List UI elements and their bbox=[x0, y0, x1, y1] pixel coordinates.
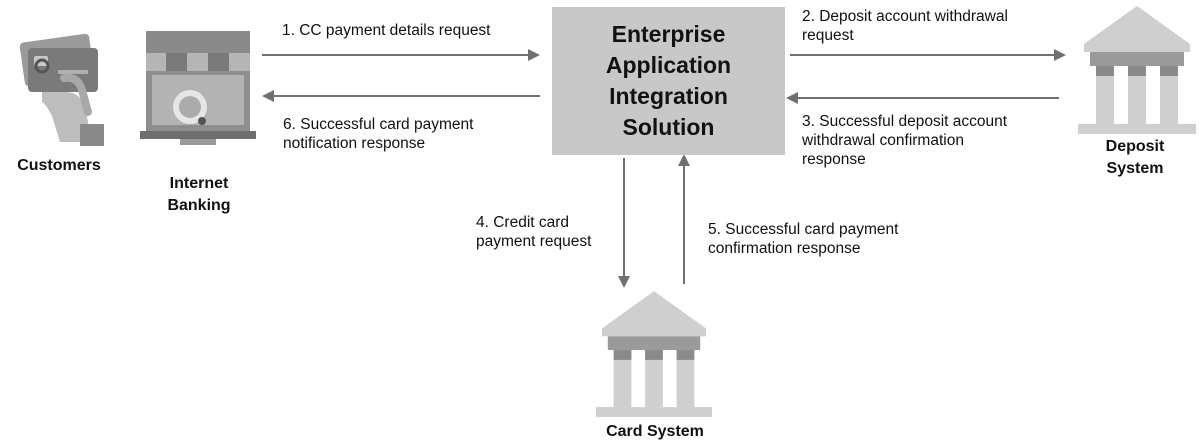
deposit-system-line-2: System bbox=[1106, 160, 1164, 177]
step-4-line-1: 4. Credit card bbox=[476, 214, 570, 231]
customer-cards-icon bbox=[19, 33, 104, 146]
deposit-system-line-1: Deposit bbox=[1105, 138, 1165, 155]
step-2-label: 2. Deposit account withdrawal request bbox=[802, 7, 1008, 45]
step-1-label: 1. CC payment details request bbox=[282, 22, 491, 39]
step-3-line-3: response bbox=[802, 151, 866, 168]
deposit-bank-icon bbox=[1078, 6, 1196, 134]
hub-line-1: Enterprise bbox=[611, 21, 726, 47]
step-3-label: 3. Successful deposit account withdrawal… bbox=[802, 112, 1007, 169]
step-5-label: 5. Successful card payment confirmation … bbox=[708, 220, 898, 258]
step-3-line-1: 3. Successful deposit account bbox=[802, 113, 1008, 130]
step-6-line-1: 6. Successful card payment bbox=[283, 116, 474, 133]
internet-banking-icon bbox=[140, 31, 256, 145]
hub-line-4: Solution bbox=[622, 114, 715, 140]
internet-banking-line-2: Banking bbox=[167, 197, 231, 214]
step-3-line-2: withdrawal confirmation bbox=[802, 132, 964, 149]
internet-banking-label: Internet Banking bbox=[140, 173, 258, 217]
step-2-line-2: request bbox=[802, 27, 854, 44]
hub-line-2: Application bbox=[605, 52, 732, 78]
step-2-line-1: 2. Deposit account withdrawal bbox=[802, 8, 1008, 25]
step-5-line-2: confirmation response bbox=[708, 240, 861, 257]
step-4-line-2: payment request bbox=[476, 233, 592, 250]
step-4-label: 4. Credit card payment request bbox=[476, 213, 591, 251]
internet-banking-line-1: Internet bbox=[169, 175, 229, 192]
card-bank-icon bbox=[596, 291, 712, 417]
hub-line-3: Integration bbox=[609, 83, 728, 109]
step-6-label: 6. Successful card payment notification … bbox=[283, 115, 473, 153]
deposit-system-label: Deposit System bbox=[1085, 136, 1185, 180]
step-5-line-1: 5. Successful card payment bbox=[708, 221, 899, 238]
card-system-label: Card System bbox=[606, 423, 704, 440]
customers-label: Customers bbox=[17, 157, 101, 174]
eai-solution-box: Enterprise Application Integration Solut… bbox=[552, 7, 785, 155]
step-6-line-2: notification response bbox=[283, 135, 426, 152]
